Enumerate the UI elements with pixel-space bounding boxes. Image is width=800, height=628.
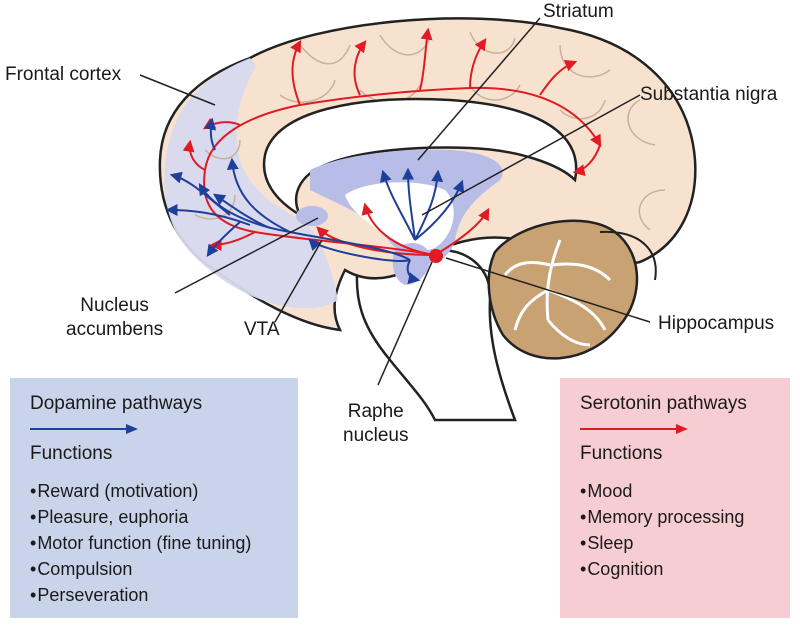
- nucleus-accumbens-region: [296, 206, 328, 226]
- label-frontal-cortex: Frontal cortex: [5, 64, 122, 85]
- raphe-nucleus-dot: [429, 249, 443, 263]
- serotonin-title: Serotonin pathways: [580, 393, 747, 414]
- serotonin-functions-list: Mood Memory processing Sleep Cognition: [580, 478, 744, 582]
- cerebellum: [487, 219, 657, 360]
- list-item: Memory processing: [580, 504, 744, 530]
- list-item: Perseveration: [30, 582, 251, 608]
- list-item: Mood: [580, 478, 744, 504]
- label-raphe-nucleus: Raphe nucleus: [343, 400, 409, 448]
- list-item: Reward (motivation): [30, 478, 251, 504]
- label-raphe-nucleus-line2: nucleus: [343, 425, 409, 446]
- label-hippocampus: Hippocampus: [658, 313, 775, 334]
- list-item: Compulsion: [30, 556, 251, 582]
- list-item: Pleasure, euphoria: [30, 504, 251, 530]
- label-nucleus-accumbens-line2: accumbens: [66, 319, 164, 340]
- serotonin-functions-label: Functions: [580, 443, 663, 464]
- label-striatum: Striatum: [543, 1, 614, 22]
- dopamine-functions-list: Reward (motivation) Pleasure, euphoria M…: [30, 478, 251, 608]
- serotonin-box: Serotonin pathways Functions Mood Memory…: [560, 378, 790, 618]
- dopamine-title: Dopamine pathways: [30, 393, 203, 414]
- label-substantia-nigra: Substantia nigra: [640, 84, 778, 105]
- list-item: Motor function (fine tuning): [30, 530, 251, 556]
- label-vta: VTA: [244, 319, 280, 340]
- serotonin-arrows: [182, 27, 602, 256]
- thalamus-area: [345, 182, 454, 251]
- label-nucleus-accumbens: Nucleus accumbens: [66, 294, 163, 342]
- dopamine-legend-arrow: [30, 424, 138, 434]
- brainstem: [355, 248, 517, 422]
- corpus-callosum: [262, 97, 578, 219]
- label-nucleus-accumbens-line1: Nucleus: [80, 295, 149, 316]
- label-raphe-nucleus-line1: Raphe: [347, 401, 404, 422]
- dopamine-box: Dopamine pathways Functions Reward (moti…: [10, 378, 298, 618]
- list-item: Sleep: [580, 530, 744, 556]
- list-item: Cognition: [580, 556, 744, 582]
- dopamine-functions-label: Functions: [30, 443, 113, 464]
- serotonin-legend-arrow: [580, 424, 688, 434]
- leader-lines: [139, 17, 651, 386]
